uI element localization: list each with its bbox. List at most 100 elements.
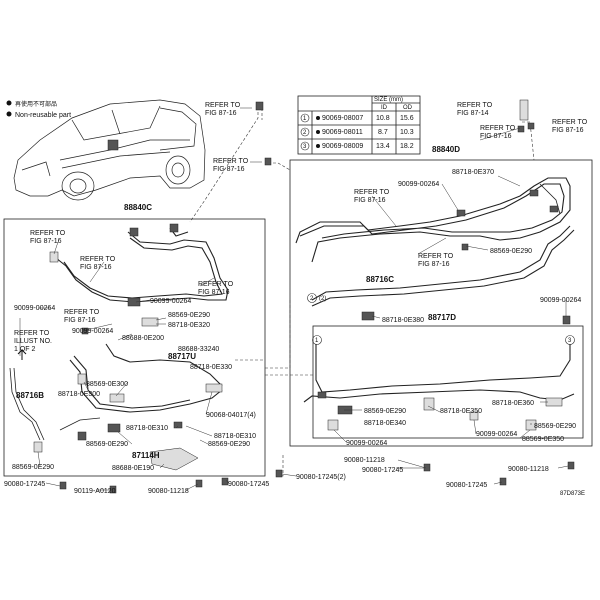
fig-label: FIG 87-16	[418, 261, 450, 268]
part-label: 90099-00264	[398, 181, 439, 188]
clip-icon	[517, 125, 525, 133]
part-label: 90080-17245	[362, 467, 403, 474]
part-label: 90099-00264	[150, 298, 191, 305]
part-label: 90080-17245(2)	[296, 474, 346, 481]
row-od: 18.2	[400, 143, 414, 150]
row-id: 10.8	[376, 115, 390, 122]
part-label: 88718-0E310	[126, 425, 168, 432]
part-88717D: 88717D	[428, 313, 456, 322]
ref-label: REFER TO	[354, 189, 390, 196]
part-label: 88718-0E340	[364, 420, 406, 427]
callout-1: 1	[315, 338, 319, 344]
part-label: 90080-17245	[4, 481, 45, 488]
clip-icon	[255, 101, 264, 111]
fig-label: FIG 87-16	[354, 197, 386, 204]
part-88716B: 88716B	[16, 391, 44, 400]
fig-label: FIG 87-16	[552, 127, 584, 134]
callout-circle	[307, 293, 317, 303]
legend-en: Non-reusable part	[15, 112, 71, 119]
size-header: SIZE (mm)	[374, 97, 403, 103]
part-label: 88569-0E290	[168, 312, 210, 319]
ref-label: REFER TO	[198, 281, 234, 288]
part-label: 90080-11218	[148, 488, 189, 495]
part-88716C: 88716C	[366, 275, 394, 284]
brake-line-88716C	[311, 225, 575, 325]
part-label: 88569-0E290	[12, 464, 54, 471]
row-id: 8.7	[378, 129, 388, 136]
col-id: ID	[381, 105, 388, 111]
part-label: 90080-17245	[228, 481, 269, 488]
part-label: 88569-0E300	[86, 381, 128, 388]
ref-label: REFER TO	[457, 102, 493, 109]
part-label: 88718-0E350	[440, 408, 482, 415]
part-label: 88569-0E350	[522, 436, 564, 443]
arrow-up-icon	[17, 348, 27, 360]
part-label: 88718-0E370	[452, 169, 494, 176]
part-label: 88569-0E290	[534, 423, 576, 430]
row-part: 90069-08011	[322, 129, 363, 136]
fig-label: FIG 87-16	[198, 289, 230, 296]
part-88717U: 88717U	[168, 352, 196, 361]
ref-label: REFER TO	[213, 158, 249, 165]
part-label: 88569-0E290	[490, 248, 532, 255]
part-label: 88718-0E330	[190, 364, 232, 371]
non-reusable-marker-icon	[6, 100, 12, 106]
left-assembly-frame	[3, 218, 266, 477]
fig-label: FIG 87-16	[480, 133, 512, 140]
brake-line-88717D	[303, 344, 575, 431]
part-label: 90099-00264	[540, 297, 581, 304]
size-table: SIZE (mm) ID OD 1 90069-08007 10.8 15.6 …	[297, 95, 421, 155]
part-label: 88569-0E290	[86, 441, 128, 448]
fig-label: FIG 87-16	[30, 238, 62, 245]
callout-circle	[565, 335, 575, 345]
part-label: 90080-11218	[508, 466, 549, 473]
part-label: 90099-00264	[346, 440, 387, 447]
callout-circle	[312, 335, 322, 345]
clip-icon	[527, 122, 535, 130]
illust-of-label: 1 OF 2	[14, 346, 36, 353]
part-label: 88569-0E290	[364, 408, 406, 415]
callout-3: 3	[568, 338, 572, 344]
ref-label: REFER TO	[480, 125, 516, 132]
legend: 再使用不可部品 Non-reusable part	[6, 100, 71, 119]
part-label: 88718-0E310	[214, 433, 256, 440]
row-od: 10.3	[400, 129, 414, 136]
callout-2-qty: (2)	[319, 296, 326, 302]
clip-icon	[264, 157, 272, 166]
col-od: OD	[403, 105, 413, 111]
brake-line-88717U	[9, 343, 575, 494]
part-label: 88688-0E200	[122, 335, 164, 342]
ref-label: REFER TO	[14, 330, 50, 337]
row-part: 90069-08007	[322, 115, 363, 122]
ref-label: REFER TO	[30, 230, 66, 237]
part-label: 88688-33240	[178, 346, 219, 353]
part-label: 88569-0E290	[208, 441, 250, 448]
callout-2: 2	[310, 296, 314, 302]
figure-code: 87D873E	[560, 491, 585, 497]
part-label: 88718-0E300	[58, 391, 100, 398]
fig-label: FIG 87-16	[205, 110, 237, 117]
row-no: 2	[303, 130, 307, 136]
row-no: 1	[303, 116, 307, 122]
part-88840D: 88840D	[432, 145, 460, 154]
inner-assembly-frame	[312, 325, 584, 439]
fig-label: FIG 87-16	[213, 166, 245, 173]
part-88840C: 88840C	[124, 203, 152, 212]
bracket-icon	[519, 99, 529, 121]
fig-label: FIG 87-16	[64, 317, 96, 324]
row-part: 90069-08009	[322, 143, 363, 150]
fig-label: FIG 87-16	[80, 264, 112, 271]
part-label: 90099-00264	[476, 431, 517, 438]
leader-lines	[19, 107, 569, 491]
legend-jp: 再使用不可部品	[15, 100, 57, 108]
row-id: 13.4	[376, 143, 390, 150]
part-label: 88688-0E190	[112, 465, 154, 472]
brake-line-88840C	[49, 223, 229, 335]
ref-label: REFER TO	[552, 119, 588, 126]
non-reusable-marker-icon	[6, 111, 12, 117]
ref-label: REFER TO	[64, 309, 100, 316]
vehicle-illustration	[13, 99, 206, 201]
part-label: 88718-0E320	[168, 322, 210, 329]
part-label: 90080-11218	[344, 457, 385, 464]
part-label: 90119-A0120	[74, 488, 116, 495]
